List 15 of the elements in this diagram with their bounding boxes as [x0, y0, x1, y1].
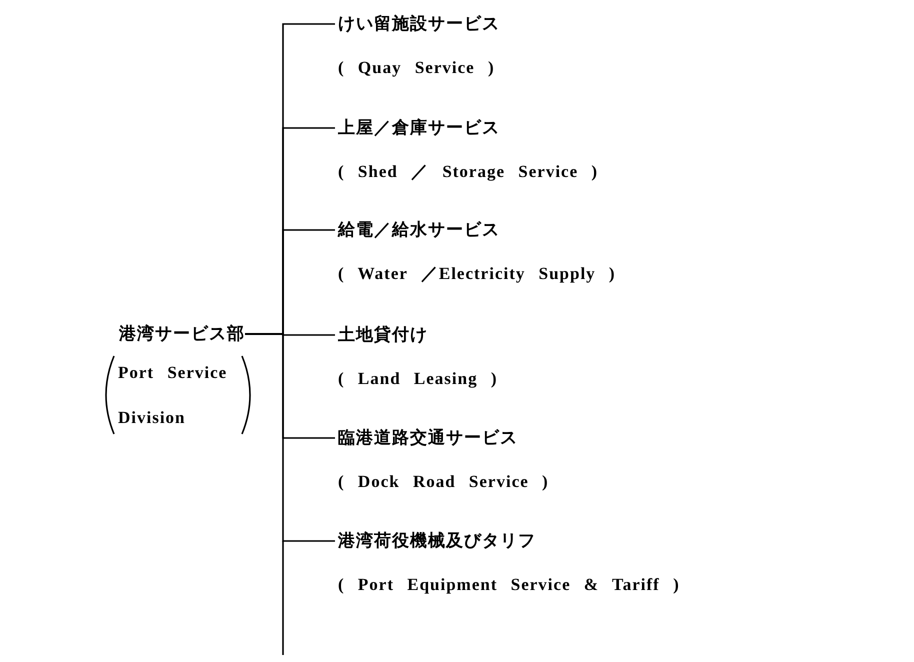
service-title: 港湾荷役機械及びタリフ [338, 530, 537, 552]
division-title: 港湾サービス部 [118, 323, 245, 345]
service-english-name: ( Land Leasing ) [338, 368, 498, 390]
service-english-name: ( Dock Road Service ) [338, 471, 549, 493]
connector-line [245, 333, 335, 542]
service-title: 土地貸付け [338, 324, 429, 346]
service-english-name: ( Port Equipment Service & Tariff ) [338, 574, 680, 596]
service-title: 給電／給水サービス [338, 219, 501, 241]
service-english-name: ( Shed ／ Storage Service ) [338, 161, 598, 183]
service-english-name: ( Quay Service ) [338, 57, 496, 79]
division-english-name: Port Service Division [118, 362, 228, 429]
service-english-name: ( Water ／Electricity Supply ) [338, 263, 616, 285]
service-title: 上屋／倉庫サービス [338, 117, 501, 139]
service-title: けい留施設サービス [338, 13, 500, 35]
service-title: 臨港道路交通サービス [338, 427, 519, 449]
